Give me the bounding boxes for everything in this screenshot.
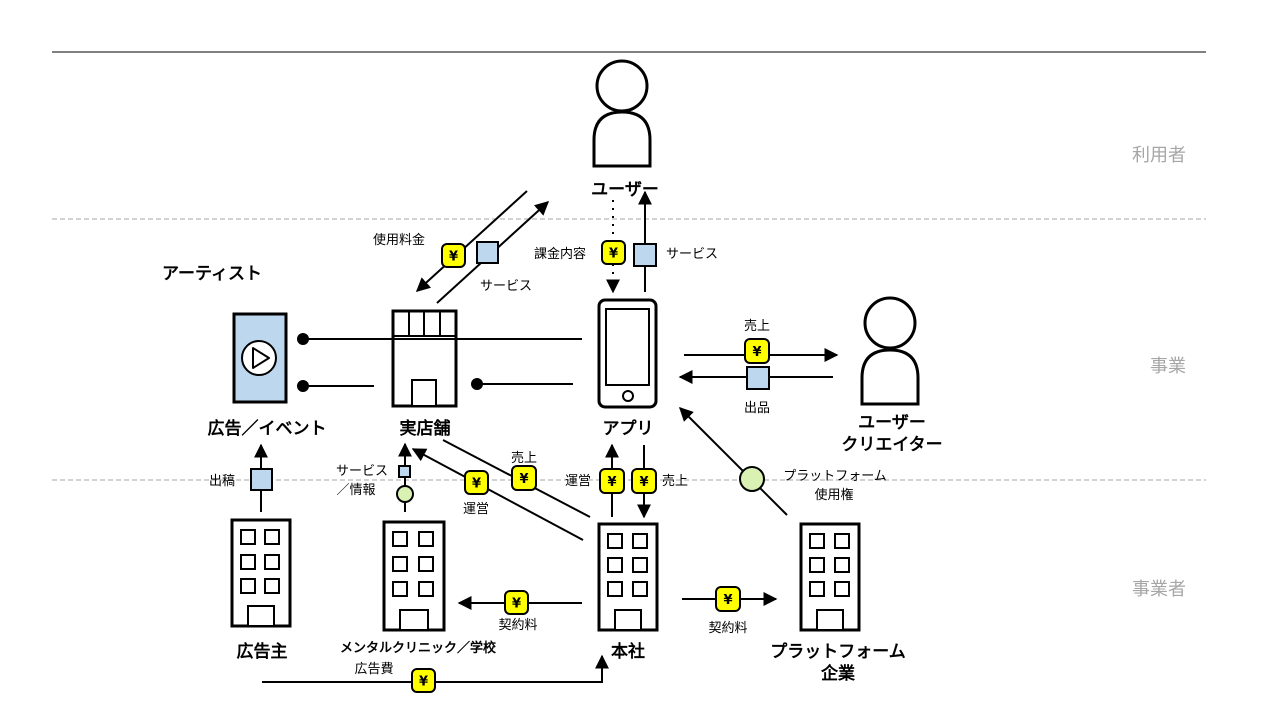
ads-events-label: 広告／イベント [208, 418, 327, 439]
user-person-icon [592, 59, 652, 168]
coin-icon: ¥ [639, 475, 648, 490]
platform-label-line1: プラットフォーム [770, 641, 906, 662]
coin-icon: ¥ [472, 477, 481, 492]
creator-person-icon [860, 296, 920, 406]
hq-label: 本社 [611, 641, 645, 662]
license-label-2: 使用権 [814, 487, 853, 503]
lane-label-operator: 事業者 [1132, 579, 1186, 600]
coin-icon: ¥ [519, 472, 528, 487]
clinic-label: メンタルクリニック／学校 [340, 640, 497, 656]
sales-store-coin: ¥ [511, 465, 537, 491]
advertiser-building-icon [230, 518, 292, 628]
operation-store-coin: ¥ [464, 470, 489, 495]
coin-icon: ¥ [419, 675, 428, 690]
listing-box [746, 366, 770, 390]
placement-box [250, 468, 273, 491]
advertiser-label: 広告主 [237, 641, 288, 662]
user-label: ユーザー [591, 180, 659, 200]
contract-clinic-coin: ¥ [504, 590, 529, 615]
usage-fee-label: 使用料金 [373, 232, 425, 248]
sales-store-label: 売上 [511, 450, 537, 466]
lane-label-business: 事業 [1150, 356, 1186, 377]
coin-icon: ¥ [723, 593, 732, 608]
creator-label-line1: ユーザー [858, 413, 926, 433]
coin-icon: ¥ [512, 597, 521, 612]
lane-label-user: 利用者 [1132, 145, 1186, 166]
smartphone-icon [597, 298, 658, 409]
service-info-label-1: サービス [336, 464, 388, 479]
contract-platform-coin: ¥ [715, 586, 741, 612]
service-info-box [398, 465, 411, 478]
contract-clinic-label: 契約料 [498, 618, 537, 633]
ads-device-icon [232, 312, 288, 404]
store-service-box [476, 241, 499, 264]
coin-icon: ¥ [609, 247, 618, 262]
service-info-label-2: ／情報 [336, 483, 375, 498]
app-service-box [633, 243, 657, 267]
coin-icon: ¥ [449, 250, 458, 265]
app-service-label: サービス [666, 247, 718, 262]
usage-fee-arrow [415, 190, 528, 292]
contract-platform-label: 契約料 [708, 621, 747, 636]
artist-label: アーティスト [162, 264, 262, 284]
coin-icon: ¥ [607, 475, 616, 490]
operation-store-arrow [411, 448, 584, 541]
sales-app-label: 売上 [662, 473, 688, 489]
listing-label: 出品 [744, 401, 770, 416]
service-info-node [396, 485, 414, 503]
creator-sales-coin: ¥ [744, 338, 770, 364]
creator-label-line2: クリエイター [841, 435, 942, 455]
clinic-building-icon [382, 520, 446, 632]
license-arrow [679, 407, 788, 516]
ads-link-dot-top [297, 333, 309, 345]
sales-app-coin: ¥ [631, 468, 657, 494]
ads-link-dot-bottom [297, 380, 309, 392]
ad-cost-arrow [262, 654, 609, 683]
usage-fee-coin: ¥ [441, 243, 466, 268]
platform-label-line2: 企業 [820, 663, 855, 684]
platform-building-icon [799, 522, 861, 632]
store-link-dot [471, 378, 483, 390]
operation-app-coin: ¥ [599, 468, 625, 494]
store-label: 実店舗 [400, 418, 451, 439]
app-label: アプリ [603, 418, 654, 439]
store-service-label: サービス [480, 279, 532, 294]
creator-sales-label: 売上 [744, 318, 770, 334]
placement-label: 出稿 [209, 473, 235, 489]
coin-icon: ¥ [752, 345, 761, 360]
ad-cost-coin: ¥ [411, 668, 436, 693]
license-label-1: プラットフォーム [783, 469, 887, 484]
hq-building-icon [597, 522, 659, 632]
ad-cost-label: 広告費 [354, 662, 393, 677]
operation-app-label: 運営 [565, 474, 591, 489]
license-node [739, 466, 765, 492]
billing-coin: ¥ [601, 240, 626, 265]
store-icon [391, 309, 458, 408]
billing-label: 課金内容 [534, 246, 586, 262]
operation-store-label: 運営 [463, 502, 489, 517]
